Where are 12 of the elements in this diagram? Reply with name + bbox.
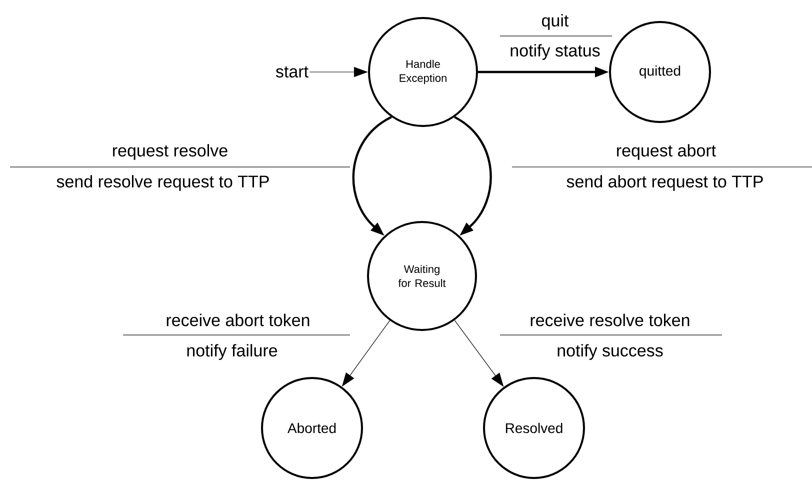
arrow [454, 320, 504, 387]
start-label: start [276, 66, 308, 78]
transition-label: send resolve request to TTP [56, 175, 269, 191]
transition-label: receive abort token [166, 314, 310, 326]
transition-label: notify failure [187, 344, 278, 360]
transition-label: receive resolve token [530, 314, 690, 326]
transition-label: request abort [617, 144, 716, 160]
transition-label: send abort request to TTP [566, 175, 763, 191]
transition-label: quit [542, 14, 569, 30]
transition-label: notify status [510, 44, 600, 60]
transition-label: notify success [558, 344, 663, 360]
transition-label: request resolve [113, 144, 228, 160]
